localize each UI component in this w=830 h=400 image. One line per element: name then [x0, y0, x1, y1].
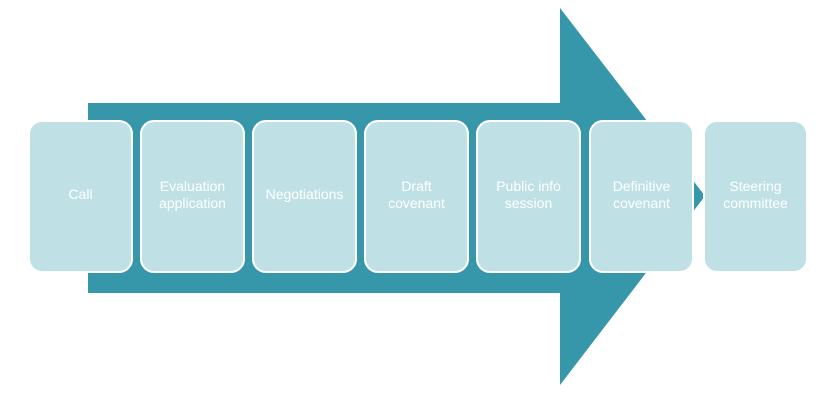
step-label: Steering committee	[723, 177, 788, 211]
step-label: Public info session	[496, 177, 561, 211]
process-step-call: Call	[28, 120, 133, 273]
step-label: Definitive covenant	[612, 177, 671, 211]
step-label: Negotiations	[265, 186, 344, 202]
process-step-definitive-covenant: Definitive covenant	[589, 120, 694, 273]
step-label: Evaluation application	[159, 177, 226, 211]
process-step-draft-covenant: Draft covenant	[364, 120, 469, 273]
process-step-negotiations: Negotiations	[252, 120, 357, 273]
process-step-evaluation-application: Evaluation application	[140, 120, 245, 273]
step-label: Draft covenant	[388, 177, 445, 211]
process-step-steering-committee: Steering committee	[703, 120, 808, 273]
process-step-public-info-session: Public info session	[476, 120, 581, 273]
step-label: Call	[68, 186, 93, 202]
